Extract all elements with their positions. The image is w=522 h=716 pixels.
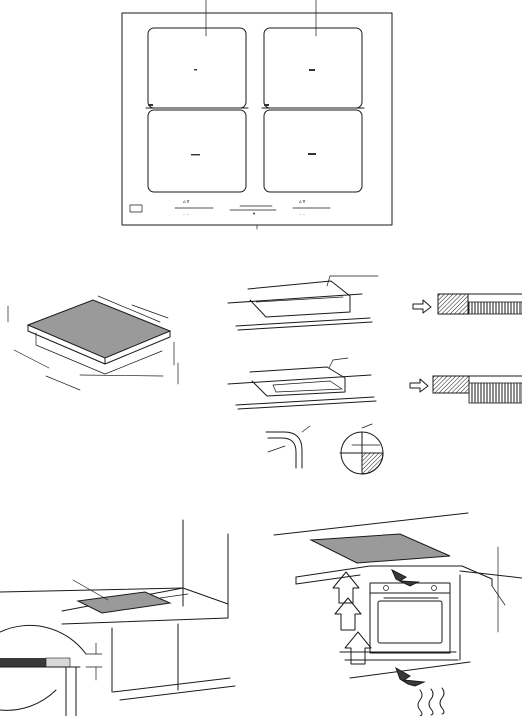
hob-outline-flush <box>248 281 350 317</box>
worktop-section <box>468 302 522 314</box>
intake-arrow-icon <box>396 668 424 686</box>
edge-curve-inner <box>268 438 296 468</box>
svg-text:Δ ∇: Δ ∇ <box>299 199 306 204</box>
worktop-back-edge <box>228 294 362 303</box>
worktop-edge-dark <box>0 658 46 667</box>
air-waves <box>418 688 444 716</box>
worktop-section <box>469 383 522 403</box>
clearance-magnifier <box>0 625 102 716</box>
hob-panel <box>28 300 170 358</box>
hob-panel <box>311 534 450 563</box>
profile-detail-1 <box>413 294 522 314</box>
hatched-block <box>433 376 469 393</box>
profile-detail-2 <box>410 376 522 403</box>
flush-mount-top <box>228 276 378 330</box>
edge-profile-detail <box>266 426 310 468</box>
worktop-clearance <box>0 520 235 716</box>
controls-left: Δ ∇ ·· ·· <box>175 199 213 217</box>
wall-line <box>274 513 468 535</box>
edge-curve-outer <box>266 432 302 468</box>
cooking-zone-rear-right <box>264 28 362 108</box>
hob-panel <box>78 592 170 613</box>
cooking-zone-front-right <box>264 110 362 192</box>
controls-center: ▼ <box>230 206 276 216</box>
svg-text:·· ··: ·· ·· <box>183 212 189 217</box>
hatched-block <box>438 294 468 314</box>
cooking-zone-front-left <box>148 110 246 192</box>
seal-detail <box>340 424 383 474</box>
oven-unit <box>340 575 470 678</box>
arrow-icon <box>413 300 431 313</box>
svg-text:·· ··: ·· ·· <box>299 212 305 217</box>
hob-cutout-dimensions <box>8 296 178 390</box>
up-arrow-icon <box>345 632 371 664</box>
flush-mount-recessed <box>228 358 376 409</box>
controls-right: Δ ∇ ·· ·· <box>293 199 330 217</box>
arrow-icon <box>410 379 428 392</box>
cooking-zone-rear-left <box>148 28 246 108</box>
oven-door-window <box>378 601 442 643</box>
svg-text:▼: ▼ <box>252 211 256 216</box>
svg-text:Δ ∇: Δ ∇ <box>183 199 190 204</box>
power-key <box>130 205 142 212</box>
seal-hatched-quadrant <box>362 453 383 474</box>
hob-top-view: Δ ∇ ·· ·· ▼ Δ ∇ ·· ·· <box>122 0 392 229</box>
oven-ventilation <box>274 513 522 716</box>
worktop-front-edge <box>236 318 370 326</box>
vent-arrow-icon <box>392 570 418 586</box>
zone-markers <box>148 69 316 155</box>
hob-outline <box>122 13 392 225</box>
